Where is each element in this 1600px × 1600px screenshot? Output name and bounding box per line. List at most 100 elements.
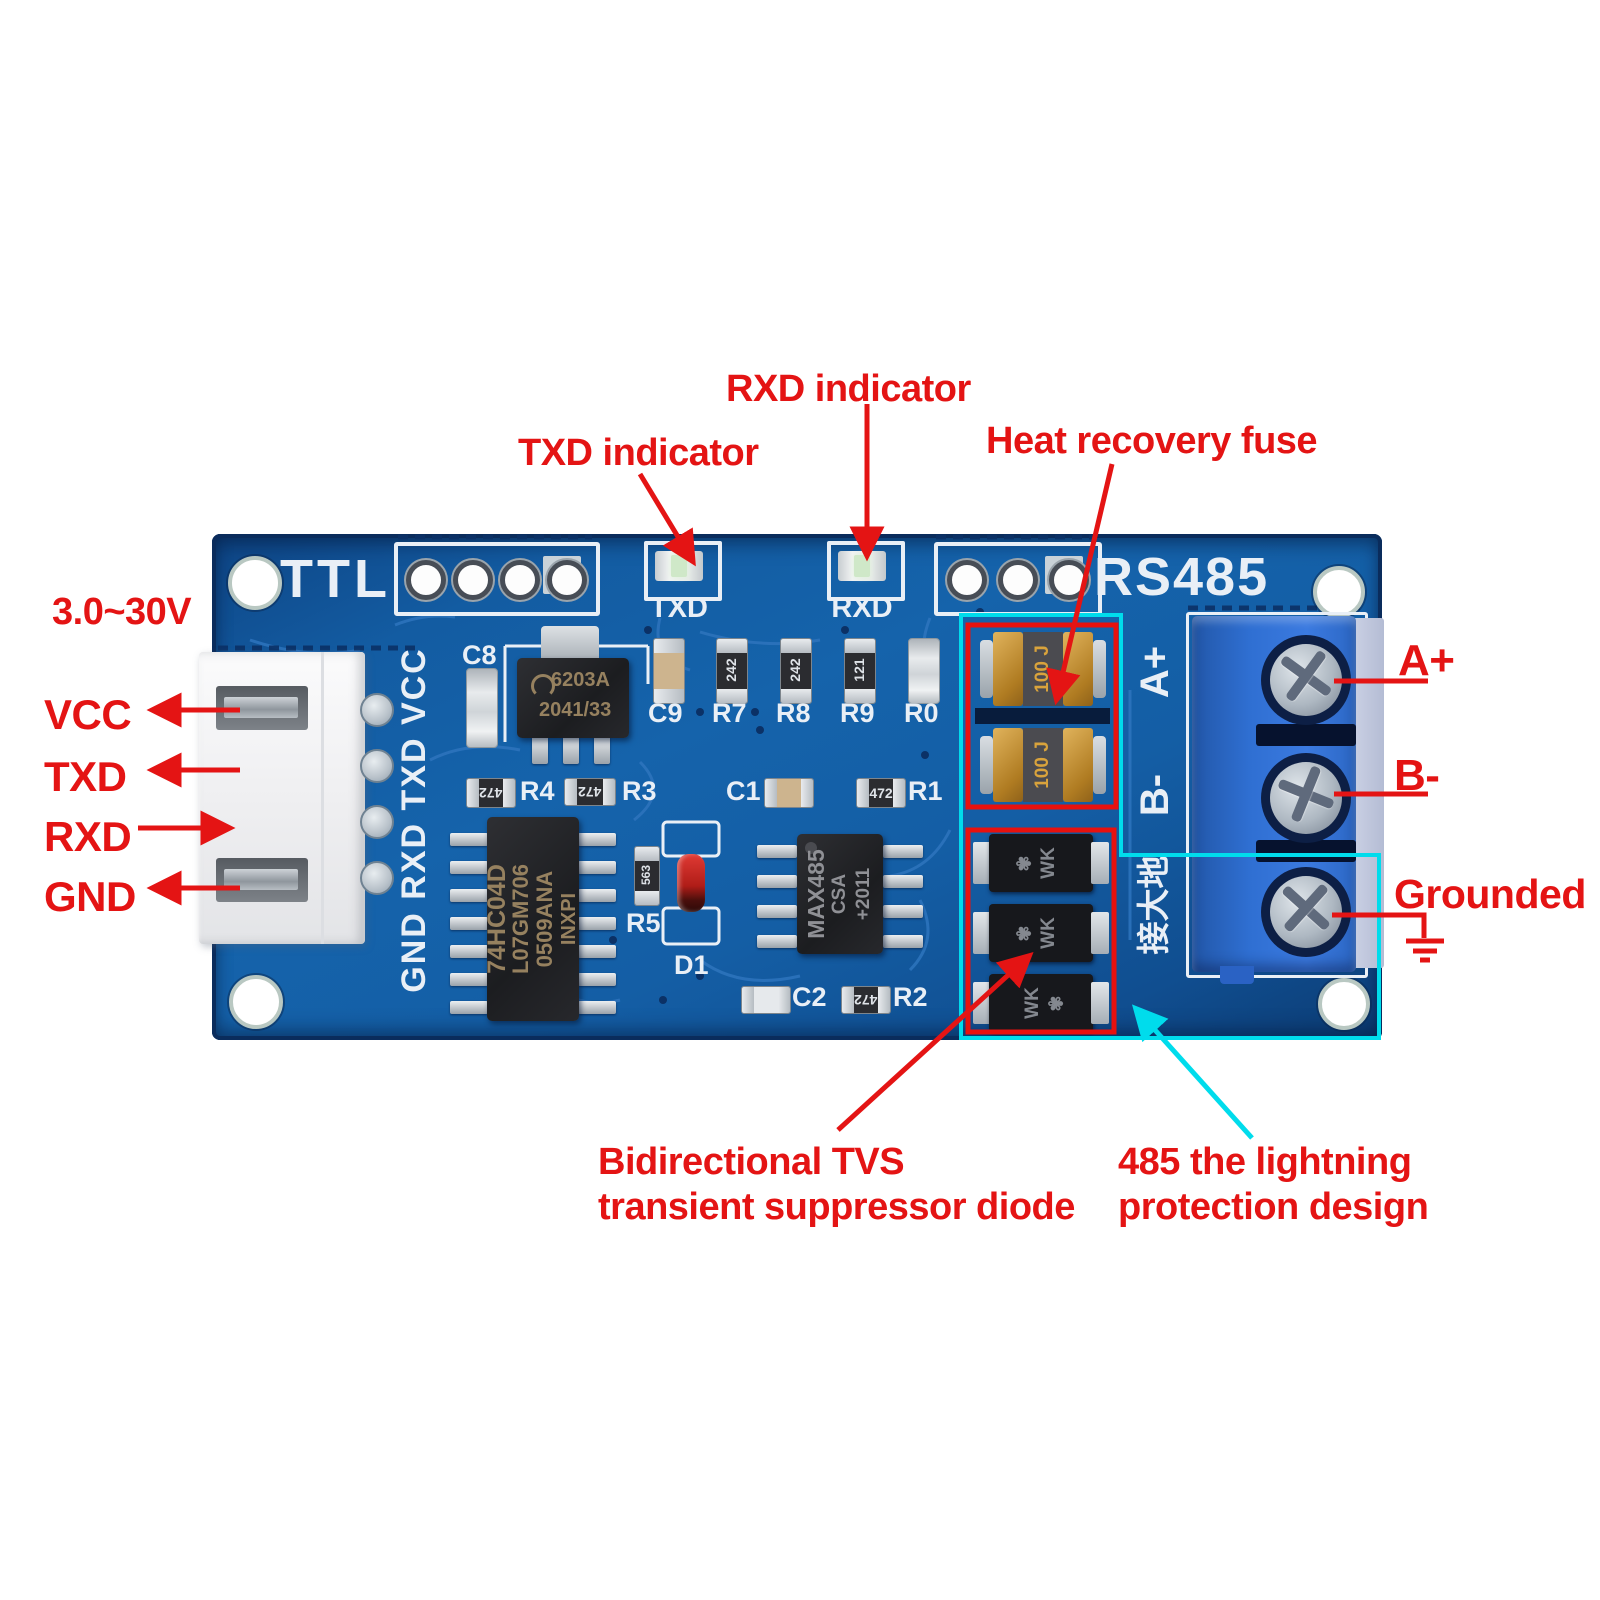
ttl-connector[interactable]: [199, 652, 365, 944]
lightning-protection-outline: [959, 613, 1381, 1040]
ic-pin: [578, 917, 616, 930]
resistor-r9: [844, 638, 876, 704]
terminal-screw-b[interactable]: [1261, 753, 1351, 843]
tvs-diode-2: ✾ WK: [973, 904, 1109, 962]
refdes-r5: R5: [626, 908, 661, 938]
ic-max485: [797, 834, 883, 954]
lightning-caption-arrow: [1131, 1004, 1254, 1140]
ic-pin: [578, 945, 616, 958]
terminal-block-tab: [1220, 966, 1254, 984]
terminal-grounded-label: Grounded: [1394, 871, 1586, 917]
terminal-slot: [1256, 724, 1356, 746]
refdes-c8: C8: [462, 640, 497, 670]
resistor-r5: [634, 846, 660, 906]
terminal-screw-a[interactable]: [1261, 635, 1351, 725]
ic-pin: [883, 935, 923, 948]
grounded-line: [1332, 912, 1427, 938]
ic-pin: [757, 845, 797, 858]
diode-d1: [677, 854, 705, 912]
txd-indicator-label: TXD indicator: [518, 432, 759, 474]
board-title-ttl: TTL: [280, 549, 391, 609]
ic-pin: [883, 905, 923, 918]
refdes-c9: C9: [648, 698, 683, 728]
ic-74hc04: [487, 817, 579, 1021]
ic-pin: [578, 889, 616, 902]
ic-pin: [450, 917, 488, 930]
resistor-r8: [780, 638, 812, 704]
heat-fuse-label: Heat recovery fuse: [986, 420, 1318, 462]
txd-led-label: TXD: [650, 592, 708, 624]
rxd-indicator-label: RXD indicator: [726, 368, 971, 410]
capacitor-c8: [466, 668, 498, 748]
ic-pin: [450, 861, 488, 874]
rxd-led-label: RXD: [831, 592, 893, 624]
tvs-caption-arrow: [836, 951, 1034, 1132]
fuse-gap: [975, 708, 1110, 724]
ic-pin: [578, 973, 616, 986]
heat-fuse-arrow: [1046, 463, 1115, 706]
ic-pin: [450, 1001, 488, 1014]
refdes-c1: C1: [726, 776, 761, 806]
terminal-screw-ground[interactable]: [1261, 867, 1351, 957]
refdes-r4: R4: [520, 776, 555, 806]
regulator-leg: [532, 736, 548, 764]
refdes-r7: R7: [712, 698, 747, 728]
capacitor-c9: [653, 638, 685, 704]
resistor-r1: 472: [856, 778, 906, 808]
capacitor-c2: [741, 986, 791, 1014]
ground-symbol-icon: [1406, 938, 1444, 963]
tvs-highlight-box: [965, 827, 1117, 1035]
header-hole: [500, 560, 540, 600]
mounting-hole-bottom-left: [229, 975, 283, 1029]
refdes-r0: R0: [904, 698, 939, 728]
refdes-r1: R1: [908, 776, 943, 806]
ic-pin: [757, 875, 797, 888]
regulator-logo-icon: [531, 674, 555, 698]
ic-pin: [450, 833, 488, 846]
refdes-r3: R3: [622, 776, 657, 806]
terminal-a-label: A+: [1398, 636, 1455, 685]
tvs-diode-1: ✾ WK: [973, 834, 1109, 892]
header-hole: [947, 560, 987, 600]
voltage-range-label: 3.0~30V: [52, 591, 192, 633]
resistor-r4: 472: [466, 778, 516, 808]
header-hole: [998, 560, 1038, 600]
terminal-b-label: B-: [1394, 751, 1440, 800]
regulator-leg: [594, 736, 610, 764]
refdes-d1: D1: [674, 950, 709, 980]
fuse-highlight-box: [965, 622, 1119, 810]
tvs-caption: Bidirectional TVS transient suppressor d…: [598, 1141, 1075, 1228]
header-hole: [406, 560, 446, 600]
connector-solder-pad: [360, 805, 394, 839]
connector-solder-pad: [360, 861, 394, 895]
ic-pin: [883, 845, 923, 858]
regulator-tab: [541, 626, 599, 662]
resistor-r0: [908, 638, 940, 704]
mounting-hole-top-right: [1313, 566, 1365, 618]
ic-pin: [578, 833, 616, 846]
lightning-caption: 485 the lightning protection design: [1118, 1141, 1429, 1228]
fuse-1: 100 J: [980, 632, 1106, 706]
ic-pin: [450, 945, 488, 958]
refdes-r8: R8: [776, 698, 811, 728]
board-title-rs485: RS485: [1094, 547, 1270, 607]
connector-solder-pad: [360, 693, 394, 727]
pin-txd-label: TXD: [44, 753, 127, 800]
pin-rxd-label: RXD: [44, 813, 132, 860]
ttl-pin-header-outline: [394, 542, 600, 616]
resistor-r2: 472: [841, 986, 891, 1014]
regulator-6203a: 6203A 2041/33: [517, 658, 629, 738]
ic-pin: [450, 889, 488, 902]
ic-pin: [450, 973, 488, 986]
ic-pin: [578, 861, 616, 874]
fuse-2: 100 J: [980, 728, 1106, 802]
connector-solder-pad: [360, 749, 394, 783]
mounting-hole-top-left: [228, 556, 282, 610]
ic-pin: [757, 935, 797, 948]
refdes-r2: R2: [893, 982, 928, 1012]
mounting-hole-bottom-right: [1318, 978, 1370, 1030]
ic-pin: [578, 1001, 616, 1014]
resistor-r7: [716, 638, 748, 704]
